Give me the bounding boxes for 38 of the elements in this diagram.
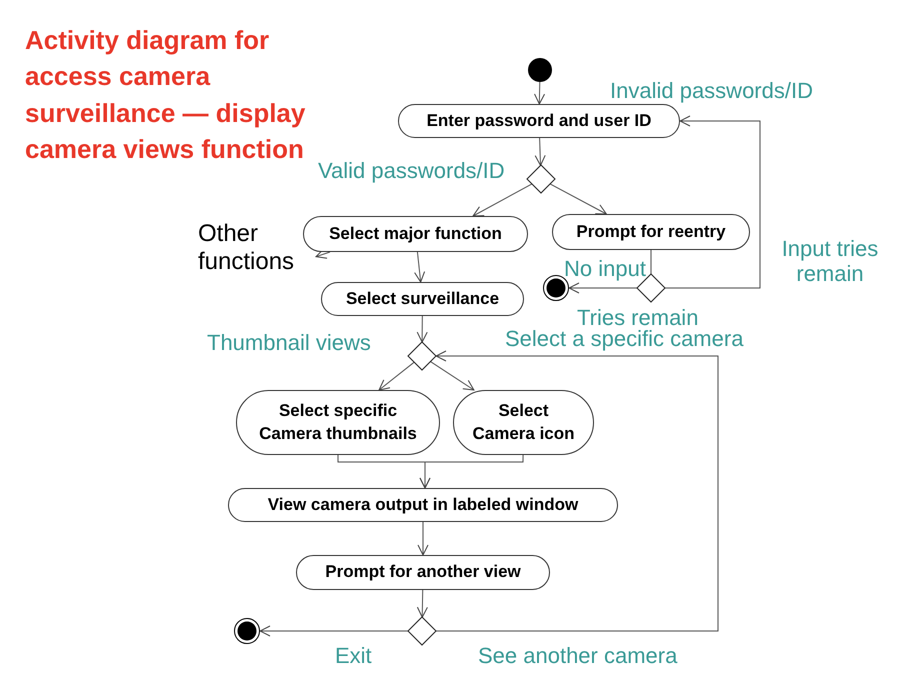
- arrow: [420, 454, 524, 488]
- arrow: [416, 590, 428, 618]
- activity-box: [228, 488, 618, 522]
- activity-label: Select major function: [329, 222, 502, 245]
- arrow: [430, 361, 474, 390]
- arrow: [378, 362, 415, 390]
- guard-label: Invalid passwords/ID: [610, 78, 813, 104]
- activity-box: [296, 555, 550, 590]
- activity-box: [552, 214, 750, 250]
- activity-box: [303, 216, 528, 252]
- guard-label: No input: [564, 256, 646, 282]
- activity-box: [321, 282, 524, 316]
- arrow: [472, 183, 532, 216]
- arrow: [416, 316, 428, 343]
- arrow: [414, 252, 426, 282]
- diagram-title: Activity diagram for access camera surveillance — display camera views function: [25, 24, 306, 166]
- activity-label: Prompt for reentry: [576, 220, 726, 243]
- arrow: [534, 138, 546, 166]
- arrow: [418, 522, 428, 556]
- arrow: [568, 282, 638, 294]
- arrow: [534, 82, 546, 104]
- guard-label: Exit: [335, 643, 372, 668]
- activity-label: Select surveillance: [346, 288, 500, 310]
- activity-label: Enter password and user ID: [426, 110, 652, 132]
- activity-label: View camera output in labeled window: [268, 494, 578, 516]
- text-label: Other functions: [198, 220, 294, 275]
- activity-label: Select specific Camera thumbnails: [258, 400, 418, 444]
- activity-label: Prompt for another view: [325, 561, 521, 584]
- guard-label: See another camera: [478, 643, 678, 668]
- arrow: [260, 626, 408, 636]
- guard-label: Input tries remain: [780, 236, 880, 287]
- guard-label: Valid passwords/ID: [318, 158, 505, 184]
- activity-box: [398, 104, 680, 138]
- arrow: [436, 350, 718, 632]
- arrow: [550, 183, 607, 214]
- arrow: [664, 116, 760, 288]
- activity-label: Select Camera icon: [471, 400, 576, 444]
- guard-label: Thumbnail views: [207, 330, 371, 356]
